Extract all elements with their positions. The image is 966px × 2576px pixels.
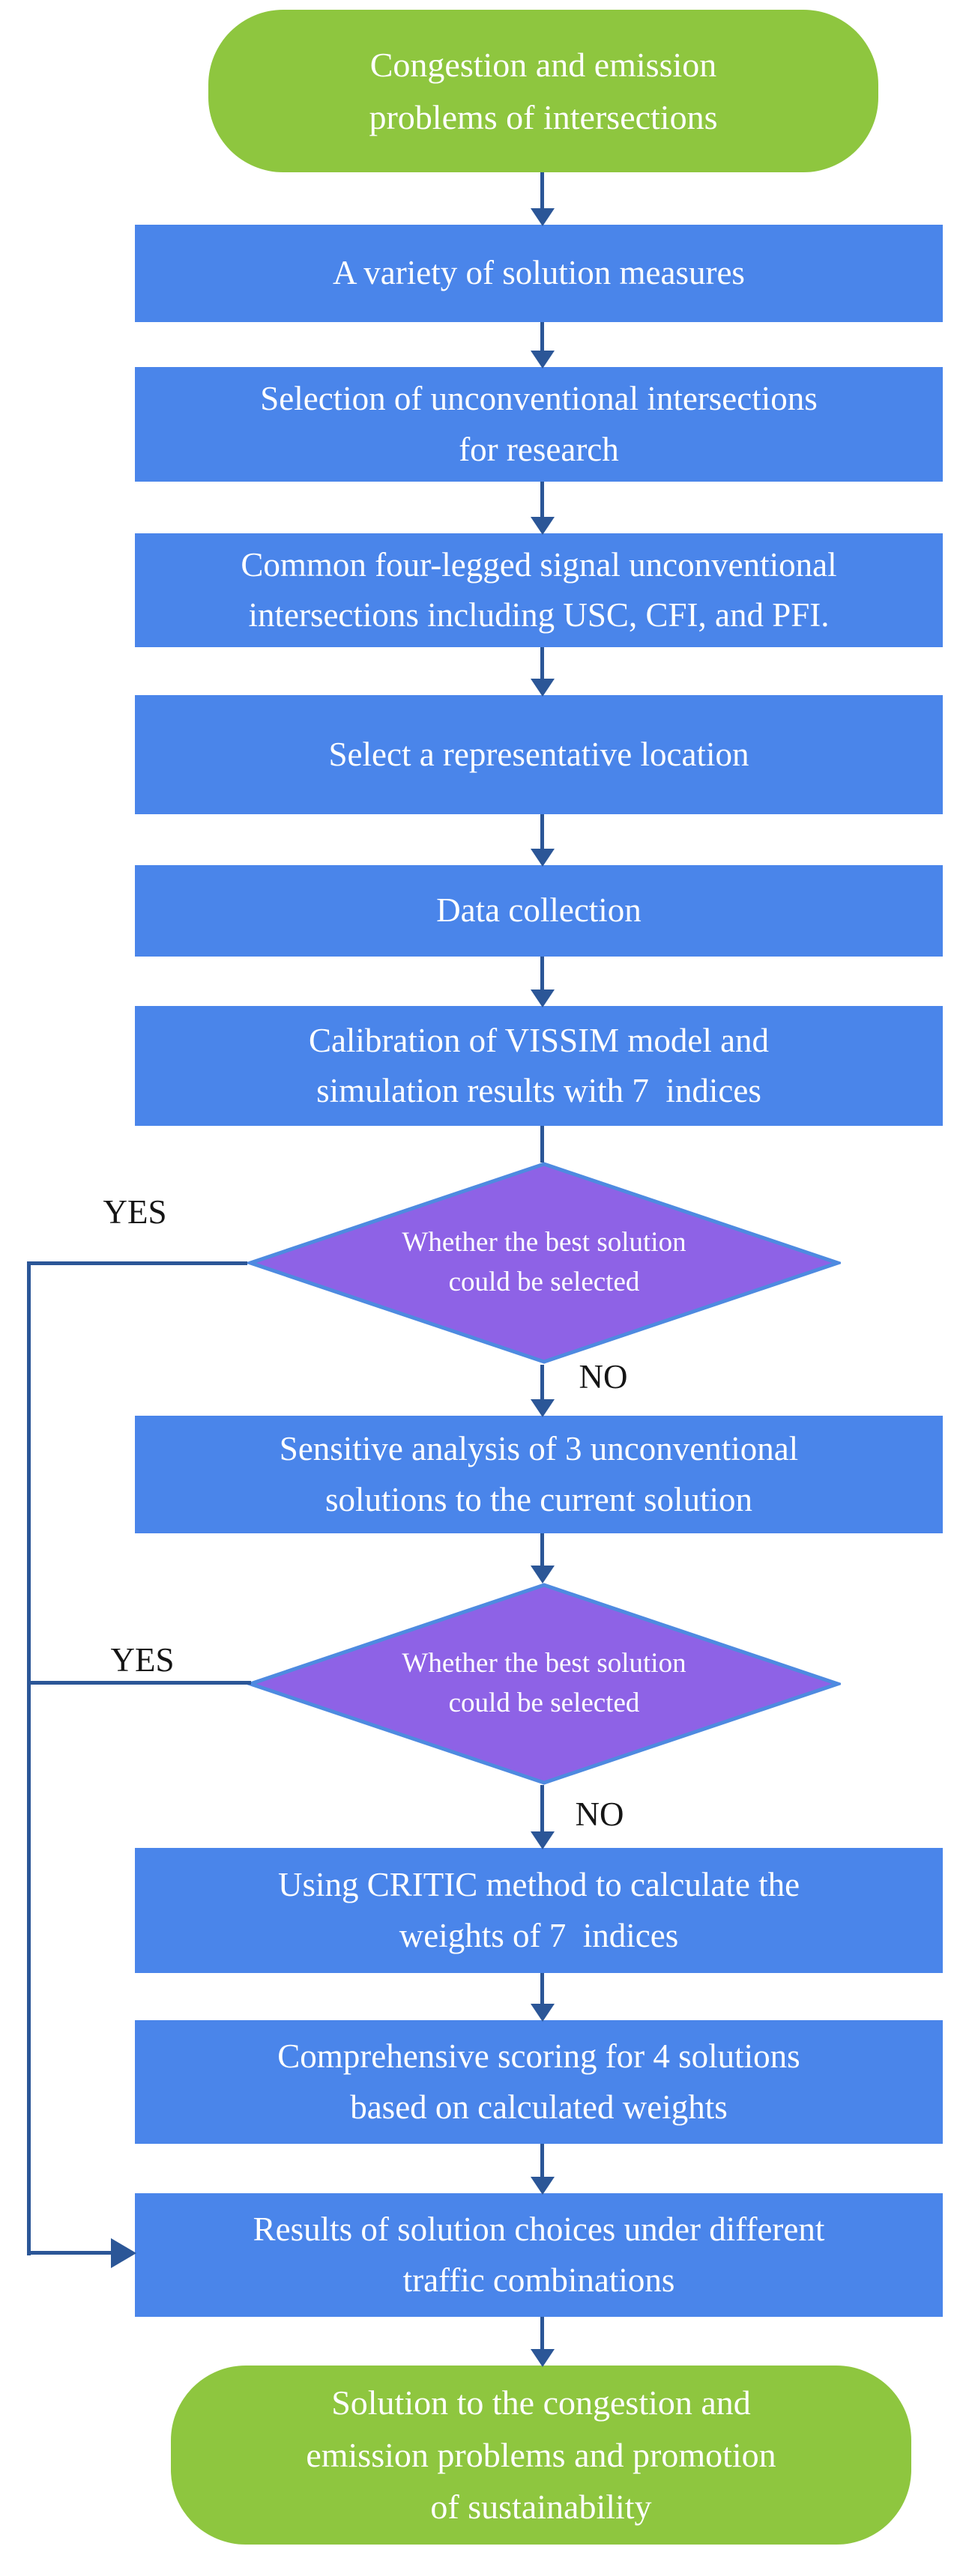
diamond-shape (247, 1583, 841, 1785)
process-data-collection: Data collection (135, 865, 943, 957)
connector-line (540, 2317, 544, 2351)
connector-line (540, 1126, 544, 1163)
process-results-choices: Results of solution choices under differ… (135, 2193, 943, 2317)
arrow-head-icon (531, 351, 555, 369)
process-representative-location: Select a representative location (135, 695, 943, 814)
process-label: Comprehensive scoring for 4 solutions ba… (277, 2037, 800, 2126)
yes-branch-line-1 (27, 1261, 247, 1265)
yes-label-2: YES (110, 1641, 175, 1679)
process-label: Select a representative location (328, 735, 749, 773)
yes-branch-line-2 (27, 1681, 251, 1685)
arrow-head-icon (531, 1566, 555, 1584)
arrow-head-icon (531, 2177, 555, 2195)
process-label: Results of solution choices under differ… (253, 2210, 825, 2299)
process-comprehensive-scoring: Comprehensive scoring for 4 solutions ba… (135, 2020, 943, 2144)
end-node: Solution to the congestion and emission … (171, 2366, 911, 2545)
feedback-horizontal-line (27, 2251, 114, 2255)
arrow-head-icon (531, 679, 555, 697)
arrow-head-icon (531, 849, 555, 867)
decision-label: Whether the best solution could be selec… (402, 1648, 686, 1718)
no-label-1: NO (579, 1358, 628, 1395)
connector-line (540, 322, 544, 353)
start-node-label: Congestion and emission problems of inte… (369, 45, 718, 136)
connector-line (540, 814, 544, 850)
process-label: Selection of unconventional intersection… (260, 380, 818, 468)
connector-line (540, 482, 544, 518)
connector-line (540, 1533, 544, 1567)
process-common-four-legged: Common four-legged signal unconventional… (135, 533, 943, 647)
process-sensitive-analysis: Sensitive analysis of 3 unconventional s… (135, 1416, 943, 1533)
process-vissim-calibration: Calibration of VISSIM model and simulati… (135, 1006, 943, 1126)
arrow-head-icon (531, 990, 555, 1007)
decision-best-solution-2: Whether the best solution could be selec… (247, 1582, 841, 1786)
process-label: Sensitive analysis of 3 unconventional s… (279, 1430, 799, 1518)
decision-label: Whether the best solution could be selec… (402, 1227, 686, 1297)
arrow-head-icon (531, 1831, 555, 1849)
feedback-vertical-line (27, 1261, 31, 2255)
connector-line (540, 172, 544, 210)
diamond-shape (247, 1162, 841, 1364)
yes-label-1: YES (103, 1193, 167, 1231)
end-node-label: Solution to the congestion and emission … (306, 2383, 776, 2527)
arrow-head-icon (531, 517, 555, 535)
process-critic-weights: Using CRITIC method to calculate the wei… (135, 1848, 943, 1973)
arrow-head-right-icon (111, 2238, 136, 2268)
arrow-head-icon (531, 2349, 555, 2367)
process-label: Using CRITIC method to calculate the wei… (277, 1866, 800, 1954)
connector-line (540, 2144, 544, 2178)
start-node: Congestion and emission problems of inte… (208, 10, 878, 172)
connector-line (540, 957, 544, 991)
arrow-head-icon (531, 2004, 555, 2022)
connector-line (540, 1785, 544, 1833)
process-label: Calibration of VISSIM model and simulati… (308, 1021, 770, 1110)
connector-line (540, 1365, 544, 1401)
arrow-head-icon (531, 208, 555, 226)
process-selection-unconventional: Selection of unconventional intersection… (135, 367, 943, 482)
connector-line (540, 647, 544, 680)
no-label-2: NO (575, 1795, 624, 1833)
process-label: Data collection (436, 891, 642, 930)
process-label: Common four-legged signal unconventional… (241, 545, 837, 634)
process-solution-measures: A variety of solution measures (135, 225, 943, 322)
arrow-head-icon (531, 1399, 555, 1417)
process-label: A variety of solution measures (333, 254, 745, 292)
decision-best-solution-1: Whether the best solution could be selec… (247, 1161, 841, 1365)
connector-line (540, 1973, 544, 2005)
